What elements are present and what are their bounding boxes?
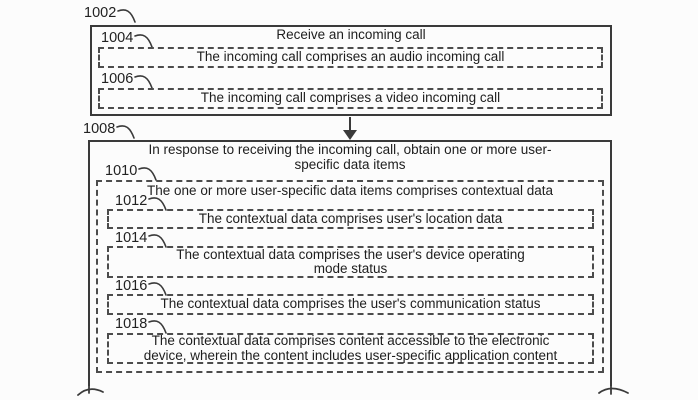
sub-box-1012: The contextual data comprises user's loc… — [107, 209, 594, 229]
break-mark-right-icon — [598, 384, 629, 395]
sub-box-1004: The incoming call comprises an audio inc… — [98, 47, 603, 68]
arrow-shaft — [349, 117, 351, 132]
process-box-1008 — [88, 140, 612, 386]
process-box-1002 — [90, 25, 612, 116]
sub-box-1014: The contextual data comprises the user's… — [107, 246, 594, 278]
ref-label-1010: 1010 — [105, 164, 160, 182]
ref-number-1010: 1010 — [105, 163, 138, 179]
ref-number-1016: 1016 — [115, 278, 148, 294]
sub-box-1010-text: The one or more user-specific data items… — [147, 183, 553, 198]
ref-number-1014: 1014 — [115, 230, 148, 246]
box-title-1002: Receive an incoming call — [90, 27, 612, 43]
box-title-1008-text: In response to receiving the incoming ca… — [148, 142, 552, 172]
box-title-1008: In response to receiving the incoming ca… — [88, 142, 612, 172]
sub-box-1018-text: The contextual data comprises content ac… — [143, 333, 558, 363]
leader-line-icon — [134, 34, 154, 48]
leader-line-icon — [117, 9, 137, 23]
leader-line-icon — [134, 75, 154, 89]
ref-number-1006: 1006 — [101, 71, 134, 87]
ref-label-1018: 1018 — [115, 317, 170, 335]
ref-number-1018: 1018 — [115, 316, 148, 332]
ref-number-1008: 1008 — [83, 121, 116, 137]
ref-label-1006: 1006 — [101, 72, 156, 90]
leader-line-icon — [148, 320, 168, 334]
sub-box-1006-text: The incoming call comprises a video inco… — [200, 90, 501, 106]
ref-number-1002: 1002 — [84, 5, 117, 21]
leader-line-icon — [116, 125, 136, 139]
sub-box-1010-title: The one or more user-specific data items… — [96, 183, 604, 199]
arrow-head-icon — [343, 130, 357, 140]
ref-number-1004: 1004 — [101, 30, 134, 46]
sub-box-1012-text: The contextual data comprises user's loc… — [198, 210, 503, 226]
sub-box-1004-text: The incoming call comprises an audio inc… — [196, 49, 505, 65]
sub-box-1006: The incoming call comprises a video inco… — [98, 88, 603, 109]
ref-label-1014: 1014 — [115, 231, 170, 249]
break-mark-left-icon — [77, 384, 104, 396]
sub-box-1016: The contextual data comprises the user's… — [107, 294, 594, 315]
leader-line-icon — [148, 282, 168, 296]
sub-box-1010 — [96, 180, 604, 373]
ref-label-1008: 1008 — [83, 122, 138, 140]
ref-label-1016: 1016 — [115, 279, 170, 297]
leader-line-icon — [148, 234, 168, 248]
ref-label-1002: 1002 — [84, 6, 139, 24]
ref-label-1004: 1004 — [101, 31, 156, 49]
leader-line-icon — [138, 167, 158, 181]
sub-box-1018: The contextual data comprises content ac… — [107, 333, 594, 364]
sub-box-1016-text: The contextual data comprises the user's… — [160, 296, 541, 312]
leader-line-icon — [148, 197, 168, 211]
ref-label-1012: 1012 — [115, 194, 170, 212]
ref-number-1012: 1012 — [115, 193, 148, 209]
box-title-1002-text: Receive an incoming call — [276, 27, 426, 42]
sub-box-1014-text: The contextual data comprises the user's… — [176, 246, 525, 276]
